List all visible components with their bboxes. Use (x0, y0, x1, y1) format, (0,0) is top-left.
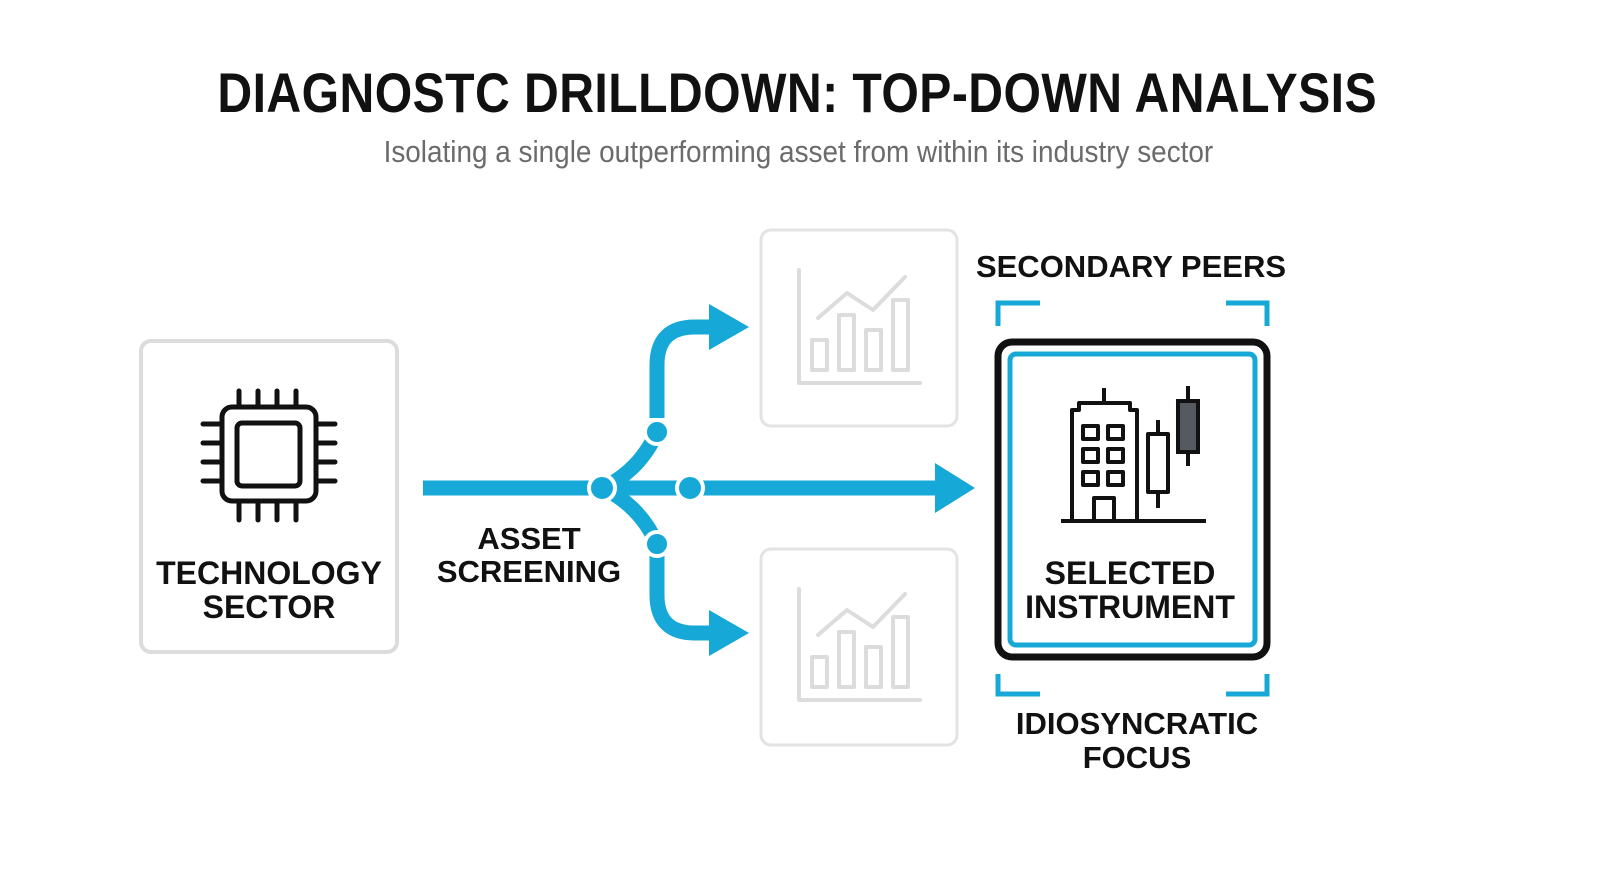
down-arrowhead (709, 610, 749, 656)
idiosyncratic-focus-label-line2: FOCUS (1083, 740, 1192, 775)
peer-card-bottom (759, 547, 959, 747)
peer-card-top (759, 228, 959, 428)
arrowheads (709, 304, 975, 656)
up-arrowhead (709, 304, 749, 350)
asset-screening-label-line1: ASSET (477, 521, 580, 556)
branch-up-line (649, 319, 715, 418)
selected-instrument-label-line1: SELECTED (1045, 555, 1216, 591)
flow-nodes (587, 418, 705, 558)
focus-brackets (995, 300, 1270, 697)
selected-instrument-card: SELECTED INSTRUMENT (994, 338, 1271, 661)
secondary-peers-label: SECONDARY PEERS (976, 249, 1286, 284)
technology-sector-label-line1: TECHNOLOGY (156, 555, 382, 591)
building-candlestick-icon (1061, 386, 1206, 523)
technology-sector-card: TECHNOLOGY SECTOR (139, 339, 399, 654)
page-subtitle: Isolating a single outperforming asset f… (383, 134, 1214, 169)
idiosyncratic-focus-label-line1: IDIOSYNCRATIC (1016, 706, 1258, 741)
selected-instrument-label-line2: INSTRUMENT (1025, 589, 1235, 625)
branch-down-line (649, 556, 715, 641)
asset-screening-label-line2: SCREENING (437, 554, 621, 589)
page-title: DIAGNOSTC DRILLDOWN: TOP-DOWN ANALYSIS (217, 61, 1378, 124)
technology-sector-label-line2: SECTOR (203, 589, 336, 625)
bar-chart-icon (797, 587, 922, 702)
main-arrowhead (935, 463, 975, 513)
microchip-icon (200, 388, 338, 523)
bar-chart-icon (797, 268, 922, 385)
